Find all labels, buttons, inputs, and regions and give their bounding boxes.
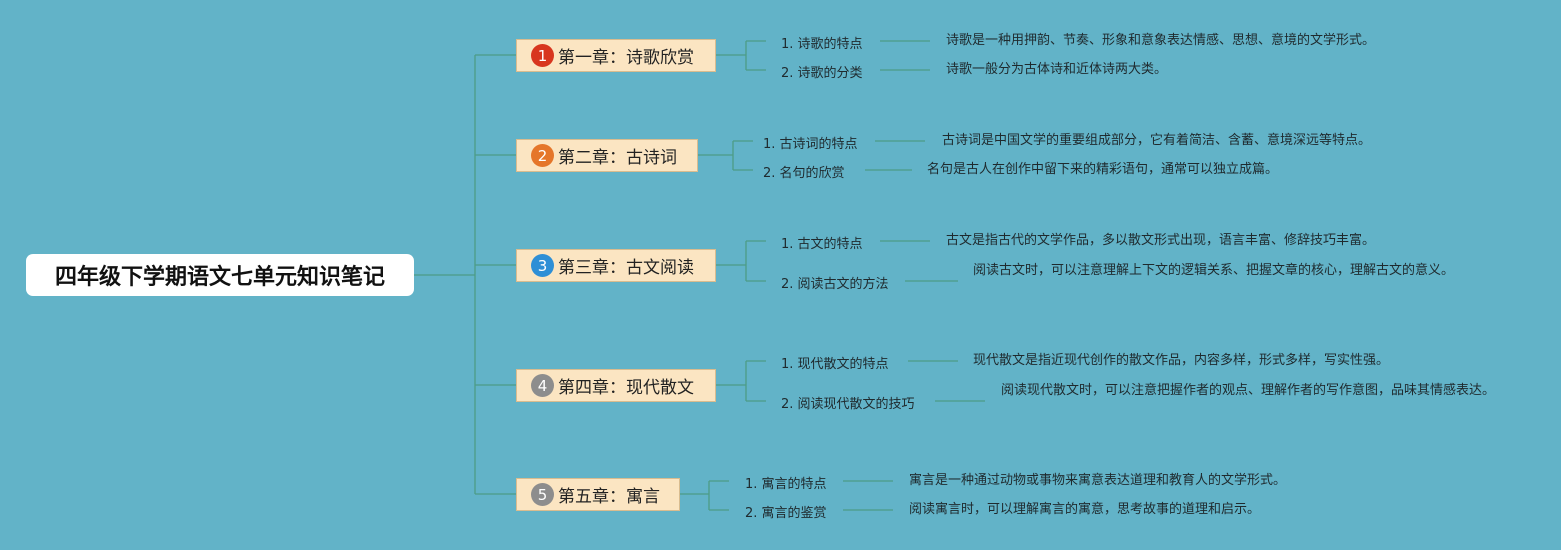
- topic-description[interactable]: 现代散文是指近现代创作的散文作品，内容多样，形式多样，写实性强。: [973, 353, 1390, 368]
- chapter-4-branch: [716, 360, 766, 402]
- chapter-title: 第二章：古诗词: [558, 148, 677, 168]
- topic-label[interactable]: 1. 古文的特点: [781, 237, 863, 252]
- chapter-1-branch: [716, 40, 766, 71]
- chapter-number-badge: 2: [531, 144, 554, 167]
- chapter-number-badge: 5: [531, 483, 554, 506]
- topic-label[interactable]: 2. 阅读古文的方法: [781, 277, 889, 292]
- topic-label[interactable]: 2. 阅读现代散文的技巧: [781, 397, 915, 412]
- chapter-node-4[interactable]: 4 第四章：现代散文: [516, 369, 716, 402]
- chapter-2-branch: [698, 140, 753, 171]
- chapter-title: 第三章：古文阅读: [558, 258, 694, 278]
- chapter-title: 第一章：诗歌欣赏: [558, 48, 694, 68]
- topic-label[interactable]: 1. 现代散文的特点: [781, 357, 889, 372]
- topic-label[interactable]: 2. 诗歌的分类: [781, 66, 863, 81]
- chapter-title: 第五章：寓言: [558, 487, 660, 507]
- topic-description[interactable]: 诗歌一般分为古体诗和近体诗两大类。: [946, 62, 1168, 77]
- topic-description[interactable]: 阅读古文时，可以注意理解上下文的逻辑关系、把握文章的核心，理解古文的意义。: [973, 263, 1455, 278]
- chapter-3-branch: [716, 240, 766, 282]
- chapter-title: 第四章：现代散文: [558, 378, 694, 398]
- mindmap-root-title[interactable]: 四年级下学期语文七单元知识笔记: [26, 254, 414, 296]
- topic-label[interactable]: 1. 寓言的特点: [745, 477, 827, 492]
- chapter-node-3[interactable]: 3 第三章：古文阅读: [516, 249, 716, 282]
- topic-description[interactable]: 阅读寓言时，可以理解寓言的寓意，思考故事的道理和启示。: [909, 502, 1261, 517]
- topic-description[interactable]: 诗歌是一种用押韵、节奏、形象和意象表达情感、思想、意境的文学形式。: [946, 33, 1376, 48]
- topic-description[interactable]: 古文是指古代的文学作品，多以散文形式出现，语言丰富、修辞技巧丰富。: [946, 233, 1376, 248]
- topic-label[interactable]: 1. 诗歌的特点: [781, 37, 863, 52]
- topic-label[interactable]: 2. 寓言的鉴赏: [745, 506, 827, 521]
- topic-label[interactable]: 2. 名句的欣赏: [763, 166, 845, 181]
- chapter-number-badge: 4: [531, 374, 554, 397]
- chapter-node-2[interactable]: 2 第二章：古诗词: [516, 139, 698, 172]
- chapter-node-5[interactable]: 5 第五章：寓言: [516, 478, 680, 511]
- topic-description[interactable]: 名句是古人在创作中留下来的精彩语句，通常可以独立成篇。: [927, 162, 1279, 177]
- topic-label[interactable]: 1. 古诗词的特点: [763, 137, 858, 152]
- chapter-5-branch: [680, 480, 729, 511]
- chapter-number-badge: 3: [531, 254, 554, 277]
- chapter-number-badge: 1: [531, 44, 554, 67]
- topic-description[interactable]: 阅读现代散文时，可以注意把握作者的观点、理解作者的写作意图，品味其情感表达。: [1001, 383, 1496, 398]
- topic-description[interactable]: 古诗词是中国文学的重要组成部分，它有着简洁、含蓄、意境深远等特点。: [942, 133, 1372, 148]
- topic-description[interactable]: 寓言是一种通过动物或事物来寓意表达道理和教育人的文学形式。: [909, 473, 1287, 488]
- chapter-node-1[interactable]: 1 第一章：诗歌欣赏: [516, 39, 716, 72]
